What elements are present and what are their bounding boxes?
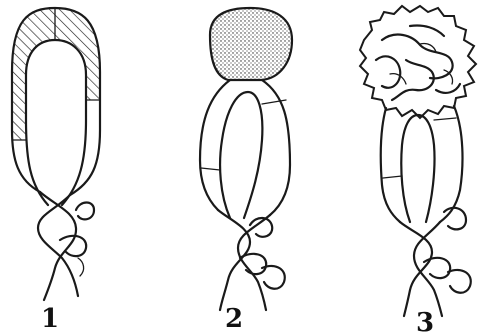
panel-3-knob	[444, 208, 466, 230]
panel-1-label: 1	[41, 304, 59, 334]
panel-2-drawing	[200, 8, 292, 310]
panel-2-outer-loop	[200, 80, 230, 210]
panel-2-inner-opening	[220, 92, 262, 218]
panel-3-burst-head	[360, 6, 476, 118]
panel-1-knob	[76, 203, 94, 220]
panel-2-label: 2	[225, 304, 243, 334]
panel-3-drawing	[360, 6, 476, 316]
panel-1-stalk	[40, 192, 76, 300]
panel-2-stippled-head	[210, 8, 292, 80]
panel-3-inner-opening	[401, 115, 434, 222]
panel-3-stalk	[400, 222, 432, 316]
panel-2-stalk	[218, 210, 250, 310]
panel-1-drawing	[12, 8, 100, 300]
panel-1-inner-opening	[26, 40, 86, 205]
panel-3-label: 3	[416, 308, 434, 335]
panel-3-outer-loop	[381, 108, 400, 222]
